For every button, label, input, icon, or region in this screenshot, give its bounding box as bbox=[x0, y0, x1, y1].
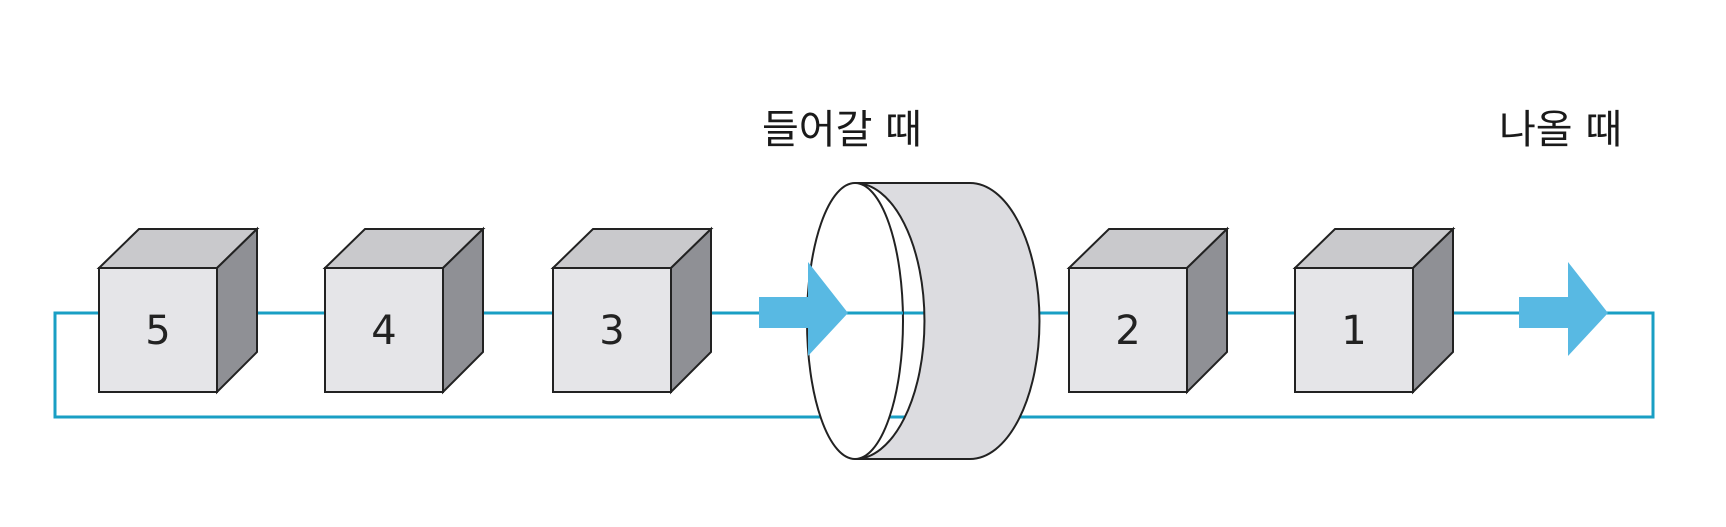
box-label: 3 bbox=[599, 308, 624, 354]
box-2: 2 bbox=[1066, 226, 1230, 395]
box-3: 3 bbox=[550, 226, 714, 395]
ring-tunnel bbox=[806, 182, 1041, 460]
enter-arrow-icon bbox=[759, 262, 848, 356]
box-label: 4 bbox=[371, 308, 396, 354]
box-label: 1 bbox=[1341, 308, 1366, 354]
box-label: 2 bbox=[1115, 308, 1140, 354]
ring-body bbox=[854, 182, 1041, 460]
enter-label: 들어갈 때 bbox=[762, 107, 922, 153]
exit-arrow-icon bbox=[1519, 262, 1608, 356]
box-label: 5 bbox=[145, 308, 170, 354]
exit-label: 나올 때 bbox=[1499, 107, 1622, 153]
box-1: 1 bbox=[1292, 226, 1456, 395]
box-4: 4 bbox=[322, 226, 486, 395]
box-5: 5 bbox=[96, 226, 260, 395]
